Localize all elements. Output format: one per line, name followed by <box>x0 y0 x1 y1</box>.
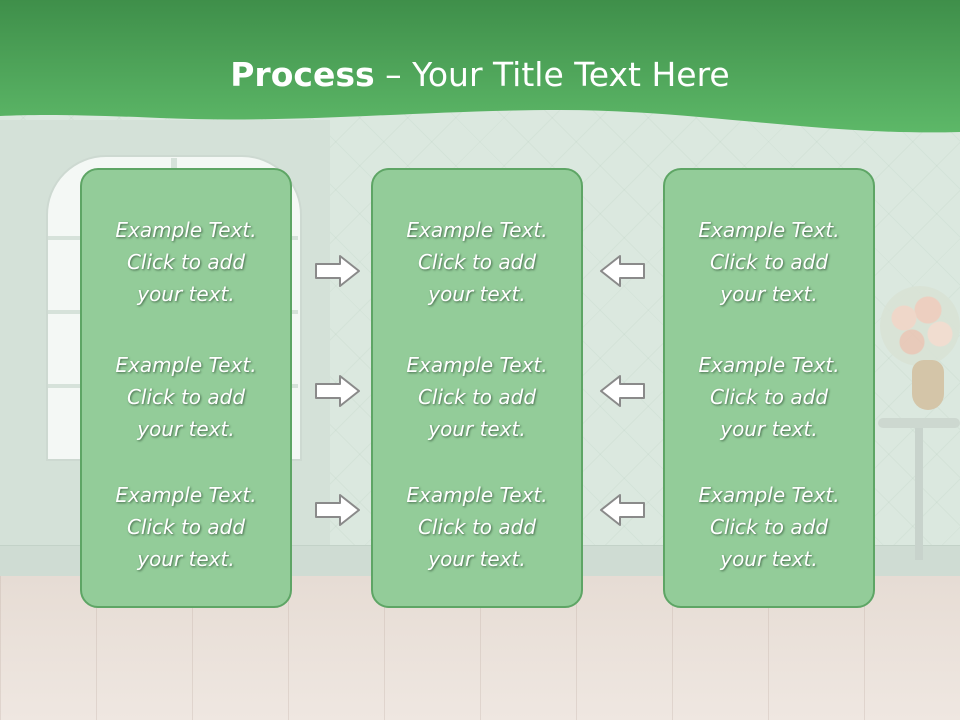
text-block[interactable]: Example Text. Click to add your text. <box>665 349 873 445</box>
header-banner <box>0 0 960 133</box>
text-line: Example Text. <box>698 483 840 507</box>
text-line: Click to add <box>417 515 537 539</box>
arrow-right-icon <box>315 375 360 407</box>
text-line: Click to add <box>709 385 829 409</box>
text-line: Example Text. <box>115 353 257 377</box>
title-rest: – Your Title Text Here <box>374 55 730 94</box>
process-panel-center: Example Text. Click to add your text. Ex… <box>371 168 583 608</box>
arrow-right-icon <box>315 255 360 287</box>
process-panel-right: Example Text. Click to add your text. Ex… <box>663 168 875 608</box>
text-line: Click to add <box>709 250 829 274</box>
text-line: Example Text. <box>115 483 257 507</box>
text-block[interactable]: Example Text. Click to add your text. <box>82 214 290 310</box>
text-line: Example Text. <box>406 353 548 377</box>
text-block[interactable]: Example Text. Click to add your text. <box>82 479 290 575</box>
flower-bouquet <box>880 286 960 366</box>
arrow-left-icon <box>600 255 645 287</box>
text-line: Example Text. <box>115 218 257 242</box>
text-line: Example Text. <box>406 218 548 242</box>
page-title: Process – Your Title Text Here <box>0 52 960 98</box>
side-table-leg <box>915 428 923 560</box>
text-line: your text. <box>720 547 818 571</box>
text-line: Click to add <box>709 515 829 539</box>
text-line: Click to add <box>126 515 246 539</box>
text-line: Example Text. <box>406 483 548 507</box>
text-block[interactable]: Example Text. Click to add your text. <box>373 214 581 310</box>
vase <box>912 360 944 410</box>
text-line: Click to add <box>126 385 246 409</box>
text-line: Click to add <box>417 385 537 409</box>
text-block[interactable]: Example Text. Click to add your text. <box>373 349 581 445</box>
text-line: your text. <box>137 417 235 441</box>
text-line: your text. <box>428 282 526 306</box>
process-panel-left: Example Text. Click to add your text. Ex… <box>80 168 292 608</box>
text-block[interactable]: Example Text. Click to add your text. <box>373 479 581 575</box>
text-block[interactable]: Example Text. Click to add your text. <box>82 349 290 445</box>
arrow-right-icon <box>315 494 360 526</box>
text-line: your text. <box>428 547 526 571</box>
text-line: your text. <box>428 417 526 441</box>
text-line: Example Text. <box>698 353 840 377</box>
title-bold: Process <box>230 55 375 94</box>
arrow-left-icon <box>600 494 645 526</box>
text-line: Click to add <box>126 250 246 274</box>
text-line: your text. <box>137 282 235 306</box>
text-line: Example Text. <box>698 218 840 242</box>
arrow-left-icon <box>600 375 645 407</box>
text-line: your text. <box>720 417 818 441</box>
text-line: your text. <box>720 282 818 306</box>
text-block[interactable]: Example Text. Click to add your text. <box>665 214 873 310</box>
side-table <box>878 418 960 428</box>
text-line: Click to add <box>417 250 537 274</box>
text-block[interactable]: Example Text. Click to add your text. <box>665 479 873 575</box>
text-line: your text. <box>137 547 235 571</box>
